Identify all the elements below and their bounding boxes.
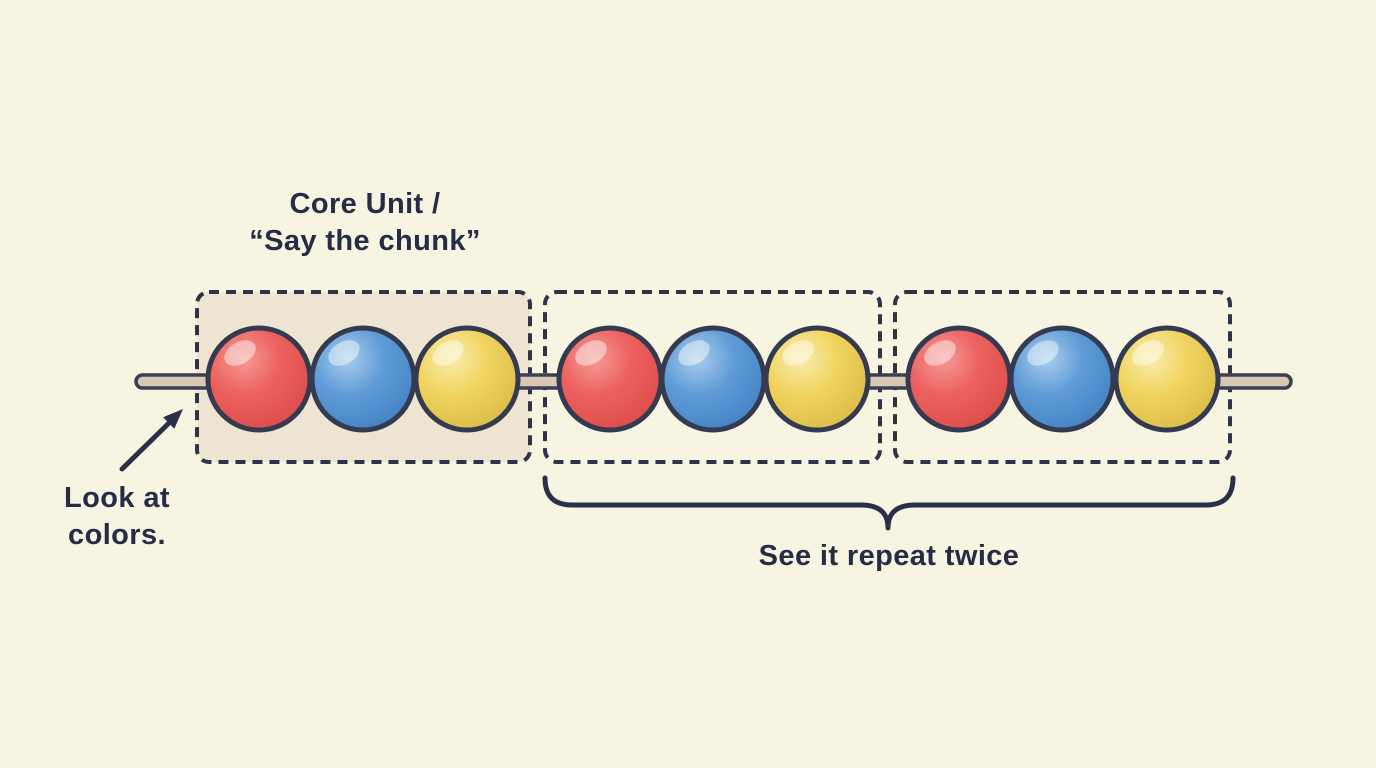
repeat-brace — [542, 475, 1236, 531]
bead-highlight — [224, 340, 256, 366]
bead-blue — [1008, 325, 1116, 433]
repeat-caption: See it repeat twice — [758, 540, 1020, 572]
look-at-label: Look at colors. — [7, 480, 227, 554]
bead-red — [205, 325, 313, 433]
look-at-label-line1: Look at — [64, 482, 170, 514]
bead-highlight — [1132, 340, 1164, 366]
bead-highlight — [678, 340, 710, 366]
bead-highlight — [924, 340, 956, 366]
bead-highlight — [328, 340, 360, 366]
bead-highlight — [1027, 340, 1059, 366]
bead-blue — [659, 325, 767, 433]
bead-yellow — [763, 325, 871, 433]
beads-layer — [205, 325, 1221, 433]
bead-yellow — [413, 325, 521, 433]
bead-highlight — [575, 340, 607, 366]
look-at-label-line2: colors. — [68, 519, 166, 551]
bead-red — [556, 325, 664, 433]
bead-blue — [309, 325, 417, 433]
core-unit-label-line2: “Say the chunk” — [249, 225, 481, 257]
core-unit-label: Core Unit / “Say the chunk” — [165, 186, 565, 260]
bead-red — [905, 325, 1013, 433]
bead-highlight — [782, 340, 814, 366]
look-at-arrow — [119, 409, 183, 472]
bead-highlight — [432, 340, 464, 366]
bead-yellow — [1113, 325, 1221, 433]
repeat-box-2 — [893, 290, 1232, 464]
repeat-box-1 — [543, 290, 882, 464]
core-unit-label-line1: Core Unit / — [289, 188, 441, 220]
